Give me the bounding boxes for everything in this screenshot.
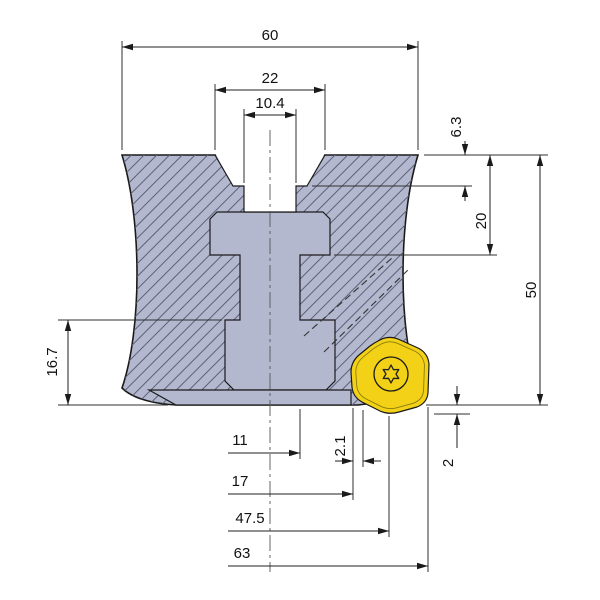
dimension-cutting-width-label: 63 [234,545,251,562]
dimension-bore-width-label: 10.4 [255,95,284,112]
dimension-overall-width-label: 60 [262,27,279,44]
dimension-offset-47-5-label: 47.5 [235,510,264,527]
dimension-overall-height-label: 50 [523,282,540,299]
dimension-offset-11-label: 11 [232,432,248,449]
hidden-pocket-lines [303,257,411,353]
insert-chamfer-line [355,341,425,409]
dimension-counterbore-depth: 6.3 [312,117,548,201]
dimension-lower-flange-height: 16.7 [44,319,222,406]
dimension-offset-17: 17 [228,473,353,498]
dimension-corner-offset: 2.1 [332,408,381,500]
dimension-bore-width: 10.4 [243,95,297,183]
dimension-axial-protrusion: 2 [434,386,470,467]
dimension-counterbore-width: 22 [214,70,326,150]
dimension-hub-depth-label: 20 [473,213,490,230]
dimension-offset-47-5: 47.5 [228,416,390,537]
dimension-offset-17-label: 17 [232,473,249,490]
dimension-counterbore-depth-label: 6.3 [448,117,465,138]
dimension-axial-protrusion-label: 2 [440,459,457,467]
base-strip [146,389,352,406]
dimension-offset-11: 11 [228,409,301,459]
dimension-counterbore-width-label: 22 [262,70,279,87]
clamp-screw-head [373,356,409,392]
dimension-hub-depth: 20 [334,155,497,256]
dimension-lower-flange-height-label: 16.7 [44,347,61,376]
cutter-body [120,130,420,572]
dimension-overall-width: 60 [121,27,419,150]
bore-recess-fill [215,153,325,212]
hub-column [209,211,336,391]
torx-screw-icon [382,364,400,384]
dimension-cutting-width: 63 [228,407,429,572]
cutting-insert [350,336,430,414]
dimension-corner-offset-label: 2.1 [332,436,349,457]
dimension-overall-height: 50 [426,155,548,406]
